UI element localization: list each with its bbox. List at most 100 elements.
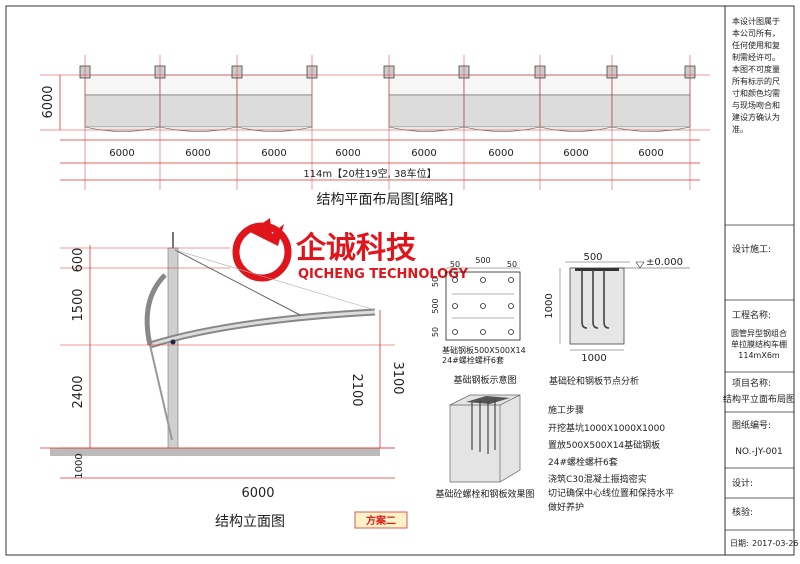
plate-dim-500-side: 500 xyxy=(431,298,440,313)
elevation-caption: 结构立面图 xyxy=(215,514,285,530)
effect-caption: 基础砼螺栓和钢板效果图 xyxy=(435,488,534,500)
date-value: 2017-03-26 xyxy=(752,539,799,548)
plan-bay-dim: 6000 xyxy=(411,148,436,159)
elev-dim-600: 600 xyxy=(71,248,86,273)
step-4: 浇筑C30混凝土振捣密实 xyxy=(548,473,647,485)
plan-bay xyxy=(463,74,541,132)
elev-dim-1500: 1500 xyxy=(71,288,86,321)
bolt-hole xyxy=(452,329,458,335)
plan-bay xyxy=(539,74,613,132)
elev-dim-2100: 2100 xyxy=(349,373,364,406)
plan-total-text: 114m【20柱19空, 38车位】 xyxy=(303,167,436,180)
plan-height-dim: 6000 xyxy=(41,85,56,118)
plan-bay xyxy=(236,74,313,132)
bolt-hole xyxy=(452,277,458,283)
joint-marker xyxy=(170,339,176,345)
elevation-view: 600 1500 2400 1000 3100 2100 6000 结构立面图 … xyxy=(40,232,408,530)
step-5: 切记确保中心线位置和保持水平 xyxy=(548,487,674,499)
bolt-holes xyxy=(452,277,514,335)
elev-dim-6000: 6000 xyxy=(241,486,274,501)
plate-note-2: 24#螺栓螺杆6套 xyxy=(442,355,504,365)
effect-rods xyxy=(471,399,496,454)
steps-title: 施工步骤 xyxy=(548,404,584,416)
bolt-hole xyxy=(480,277,486,283)
notice-text: 本设计图属于本公司所有，任何使用和复制需经许可。本图不可度量所有标示的尺寸和颜色… xyxy=(732,16,780,134)
step-6: 做好养护 xyxy=(548,501,584,513)
foundation-block xyxy=(569,267,625,345)
plan-bay-dim: 6000 xyxy=(185,148,210,159)
plan-bays xyxy=(40,55,710,190)
plate-dim-50-side-bot: 50 xyxy=(431,327,440,337)
ground-slab xyxy=(50,448,380,456)
design-by-label: 设计: xyxy=(732,477,753,489)
elev-dim-1000: 1000 xyxy=(74,453,85,478)
brand-name-cn: 企诚科技 xyxy=(296,231,416,266)
plan-bay xyxy=(84,74,161,132)
bolt-hole xyxy=(480,303,486,309)
plan-bay-dim: 6000 xyxy=(563,148,588,159)
step-3: 24#螺栓螺杆6套 xyxy=(548,456,618,468)
bolt-hole xyxy=(508,277,514,283)
plate-dim-50-side-top: 50 xyxy=(431,277,440,287)
bolt-hole xyxy=(452,303,458,309)
plan-bay-dim: 6000 xyxy=(488,148,513,159)
plan-bay-dim: 6000 xyxy=(109,148,134,159)
item-label: 项目名称: xyxy=(732,377,771,389)
notice-line: 任何使用和复 xyxy=(732,40,780,50)
logo-dragon-icon xyxy=(250,218,284,246)
drawing-no-label: 图纸编号: xyxy=(732,419,771,431)
plan-caption: 结构平面布局图[缩略] xyxy=(317,192,454,208)
notice-line: 寸和颜色均需 xyxy=(732,88,780,98)
brand-name-en: QICHENG TECHNOLOGY xyxy=(298,267,469,282)
lower-brace xyxy=(149,344,173,441)
plan-bay xyxy=(611,74,691,132)
node-elevation: ±0.000 xyxy=(646,257,683,268)
node-dim-1000-bottom: 1000 xyxy=(581,353,606,364)
effect-diagram: 基础砼螺栓和钢板效果图 xyxy=(435,394,535,500)
notice-line: 本设计图属于 xyxy=(732,16,780,26)
anchor-rods xyxy=(581,270,610,329)
main-column xyxy=(167,247,179,449)
cantilever-arm xyxy=(148,308,376,349)
plan-bay xyxy=(159,74,238,132)
stamp-box xyxy=(354,511,408,529)
notice-line: 本图不可度量 xyxy=(732,64,780,74)
tension-cable xyxy=(174,249,301,316)
plan-bay xyxy=(388,74,465,132)
notice-line: 制需经许可。 xyxy=(732,52,780,62)
plan-bay-dim: 6000 xyxy=(638,148,663,159)
effect-block xyxy=(449,394,521,483)
notice-line: 准。 xyxy=(732,124,748,134)
foundation-node-diagram: 500 ±0.000 1000 1000 基础砼和钢板节点分析 xyxy=(544,252,690,387)
check-label: 核验: xyxy=(732,506,753,518)
design-label: 设计施工: xyxy=(732,243,771,255)
plan-bay-dim: 6000 xyxy=(335,148,360,159)
drawing-no: NO.-JY-001 xyxy=(735,447,783,457)
title-block: 本设计图属于本公司所有，任何使用和复制需经许可。本图不可度量所有标示的尺寸和颜色… xyxy=(723,16,799,548)
bolt-hole xyxy=(508,303,514,309)
notice-line: 本公司所有， xyxy=(732,28,780,38)
plate-dim-50-right: 50 xyxy=(507,260,517,269)
base-plate xyxy=(445,271,521,341)
plate-caption: 基础钢板示意图 xyxy=(453,374,516,386)
anchor-rod xyxy=(581,270,588,329)
elev-dim-2400: 2400 xyxy=(71,375,86,408)
elev-dim-3100: 3100 xyxy=(390,361,405,394)
construction-steps: 施工步骤 开挖基坑1000X1000X1000 置放500X500X14基础钢板… xyxy=(548,404,674,513)
node-dim-500: 500 xyxy=(583,252,602,263)
node-caption: 基础砼和钢板节点分析 xyxy=(549,375,639,387)
anchor-rod xyxy=(603,270,610,329)
brand-logo: 企诚科技 QICHENG TECHNOLOGY xyxy=(232,218,469,282)
base-plate-diagram: 500 50 50 500 50 50 基础钢板500X500X14 24#螺栓… xyxy=(431,256,526,386)
project-name-1: 圆管异型钢组合 xyxy=(731,328,787,338)
bolt-hole xyxy=(508,329,514,335)
stamp-text: 方案二 xyxy=(366,514,396,527)
plate-dim-50-left: 50 xyxy=(450,260,460,269)
notice-line: 建设方确认为 xyxy=(732,112,780,122)
back-brace xyxy=(144,273,167,346)
sheet-border xyxy=(5,5,795,556)
item-name: 结构平立面布局图 xyxy=(723,393,795,405)
